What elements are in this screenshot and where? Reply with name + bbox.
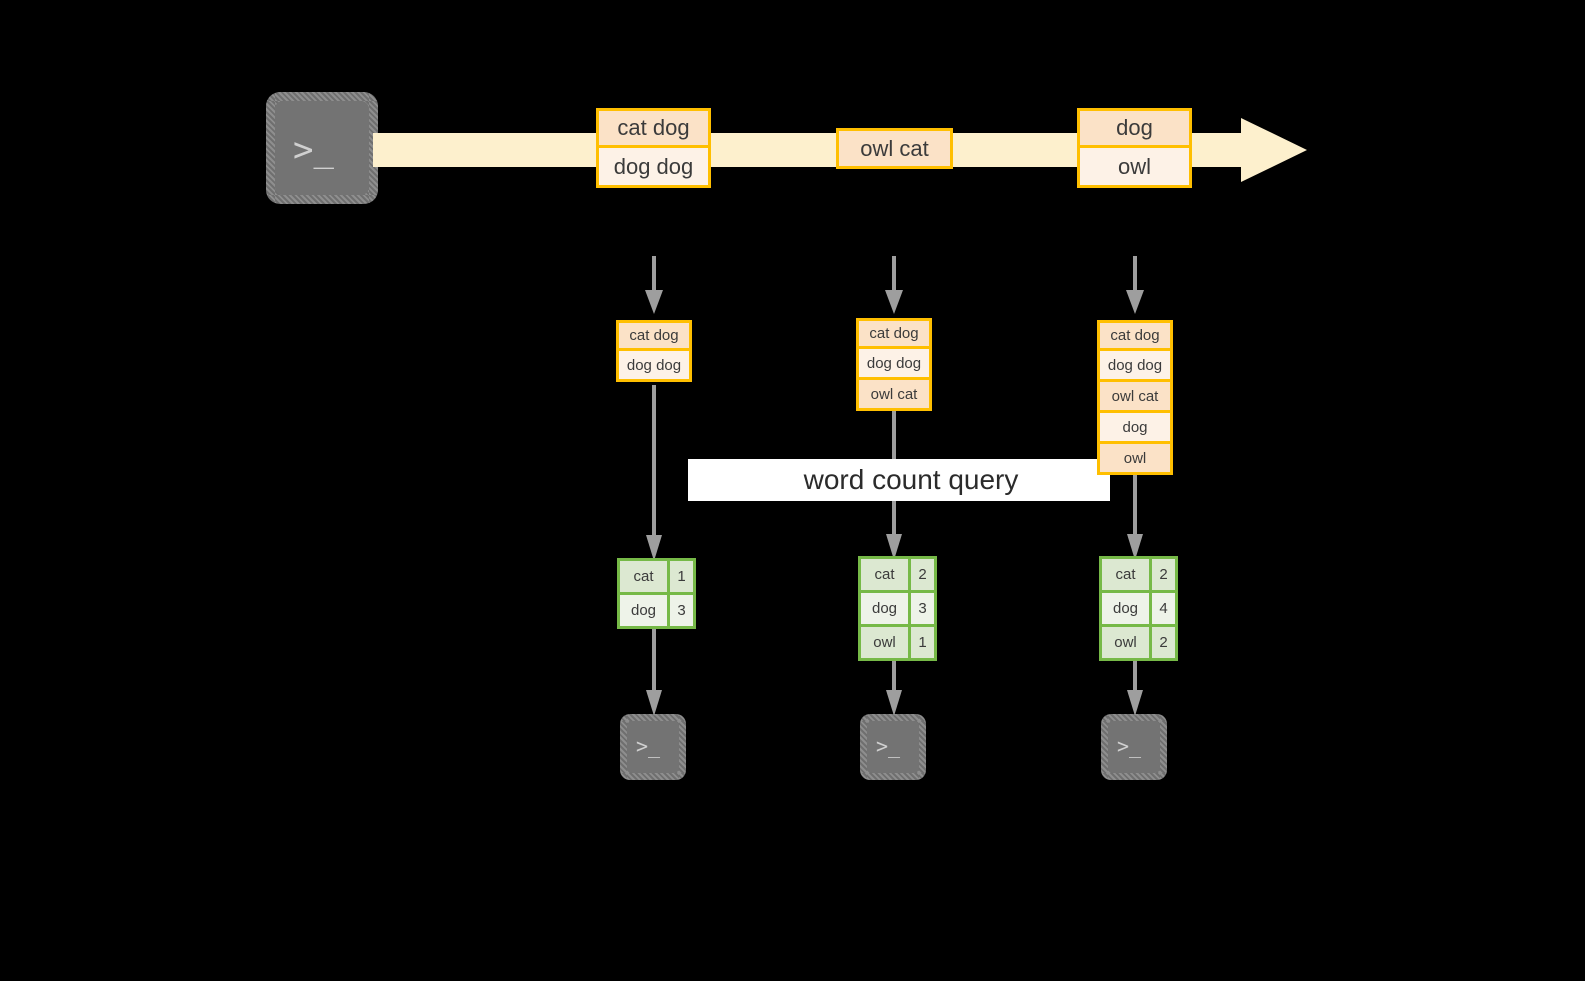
table-row: owl 1 [861,624,934,658]
accumulated-record: cat dog [616,320,692,351]
count-cell: 2 [908,559,934,590]
accumulated-records-column-3: cat dog dog dog owl cat dog owl [1097,320,1173,475]
stream-record: cat dog [596,108,711,148]
dashed-down-arrow-icon [644,256,664,318]
terminal-prompt-glyph: >_ [636,734,661,758]
word-count-query-banner: word count query [688,459,1110,501]
dashed-down-arrow-icon [884,256,904,318]
accumulated-record: dog dog [616,351,692,382]
terminal-screen [275,101,369,195]
dashed-down-arrow-icon [1125,256,1145,318]
source-terminal-icon: >_ [266,92,378,204]
word-cell: owl [1102,627,1149,658]
accumulated-record: owl cat [1097,382,1173,413]
stream-batch-2: owl cat [836,128,953,169]
stream-batch-1: cat dog dog dog [596,108,711,188]
sink-terminal-icon-column-3: >_ [1101,714,1167,780]
count-cell: 4 [1149,593,1175,624]
stream-record: dog [1077,108,1192,148]
accumulated-records-column-2: cat dog dog dog owl cat [856,318,932,411]
count-cell: 2 [1149,627,1175,658]
accumulated-records-column-1: cat dog dog dog [616,320,692,382]
terminal-prompt-glyph: >_ [293,130,334,170]
table-row: cat 1 [620,561,693,592]
accumulated-record: dog [1097,413,1173,444]
result-table-column-2: cat 2 dog 3 owl 1 [858,556,937,661]
count-cell: 1 [908,627,934,658]
terminal-screen [627,721,679,773]
down-arrow-icon [646,620,662,718]
table-row: cat 2 [1102,559,1175,590]
table-row: dog 3 [620,592,693,626]
count-cell: 1 [667,561,693,592]
accumulated-record: owl [1097,444,1173,475]
accumulated-record: cat dog [856,318,932,349]
word-cell: dog [1102,593,1149,624]
count-cell: 2 [1149,559,1175,590]
sink-terminal-icon-column-1: >_ [620,714,686,780]
table-row: cat 2 [861,559,934,590]
word-cell: cat [620,561,667,592]
down-arrow-icon [646,385,662,563]
accumulated-record: owl cat [856,380,932,411]
stream-record: dog dog [596,148,711,188]
word-cell: cat [1102,559,1149,590]
result-table-column-1: cat 1 dog 3 [617,558,696,629]
word-cell: cat [861,559,908,590]
table-row: dog 4 [1102,590,1175,624]
stream-batch-3: dog owl [1077,108,1192,188]
accumulated-record: dog dog [1097,351,1173,382]
terminal-screen [867,721,919,773]
count-cell: 3 [908,593,934,624]
banner-label: word count query [803,464,1019,495]
word-cell: dog [861,593,908,624]
stream-record: owl cat [836,128,953,169]
word-cell: owl [861,627,908,658]
accumulated-record: dog dog [856,349,932,380]
terminal-prompt-glyph: >_ [1117,734,1142,758]
terminal-screen [1108,721,1160,773]
terminal-prompt-glyph: >_ [876,734,901,758]
count-cell: 3 [667,595,693,626]
table-row: dog 3 [861,590,934,624]
accumulated-record: cat dog [1097,320,1173,351]
stream-record: owl [1077,148,1192,188]
word-cell: dog [620,595,667,626]
result-table-column-3: cat 2 dog 4 owl 2 [1099,556,1178,661]
sink-terminal-icon-column-2: >_ [860,714,926,780]
down-arrow-icon [1127,470,1143,562]
table-row: owl 2 [1102,624,1175,658]
